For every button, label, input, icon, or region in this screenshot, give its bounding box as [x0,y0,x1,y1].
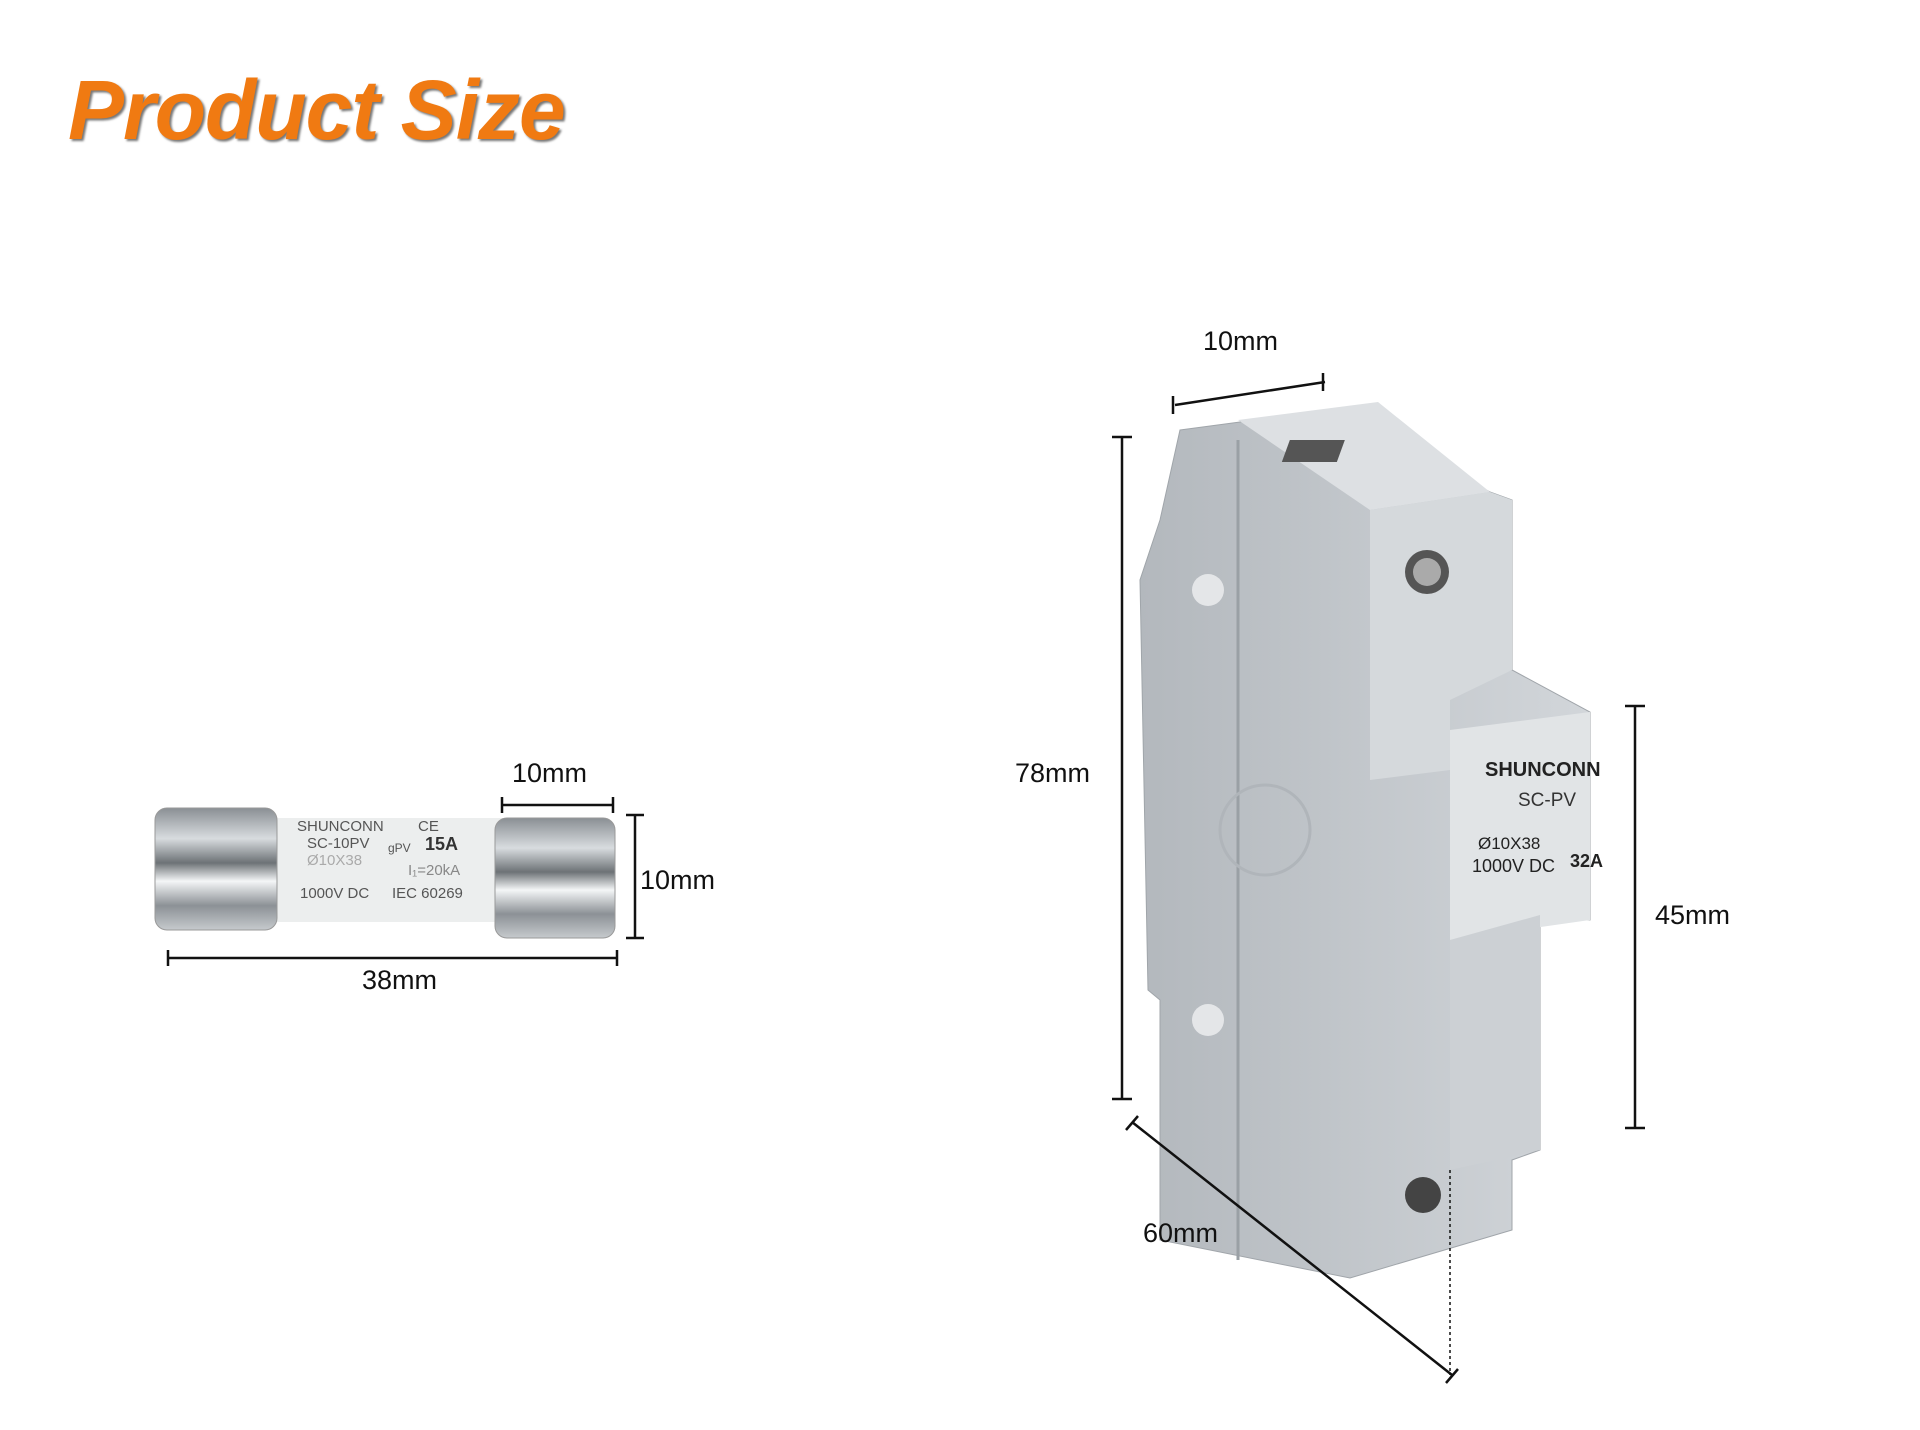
holder-width-label: 10mm [1203,326,1279,356]
page-title: Product Size [68,63,566,157]
fuse-brand: SHUNCONN [297,818,384,835]
fuse-image [154,807,616,939]
fuse-dimension-lines [166,797,644,966]
fuse-breaking-capacity: I₁=20kA [408,862,461,879]
holder-voltage: 1000V DC [1472,856,1556,876]
holder-depth-label: 60mm [1143,1218,1219,1248]
fuse-standard: IEC 60269 [392,885,463,902]
holder-size: Ø10X38 [1478,834,1541,853]
fuse-cert: CE [418,818,439,835]
fuse-diameter-label: 10mm [640,865,716,895]
holder-dimension-lines [1112,373,1645,1384]
fuse-category: gPV [388,841,411,855]
holder-model: SC-PV [1518,790,1577,811]
fuse-voltage: 1000V DC [300,885,370,902]
fuse-rating: 15A [425,834,459,854]
holder-rating: 32A [1570,851,1604,871]
holder-height-label: 78mm [1015,758,1091,788]
holder-front-height-label: 45mm [1655,900,1731,930]
holder-brand: SHUNCONN [1485,759,1601,781]
fuse-length-label: 38mm [362,965,438,995]
fuse-size: Ø10X38 [307,852,363,869]
fuse-model: SC-10PV [307,835,370,852]
fuse-holder-image [1139,402,1591,1279]
fuse-cap-width-label: 10mm [512,758,588,788]
